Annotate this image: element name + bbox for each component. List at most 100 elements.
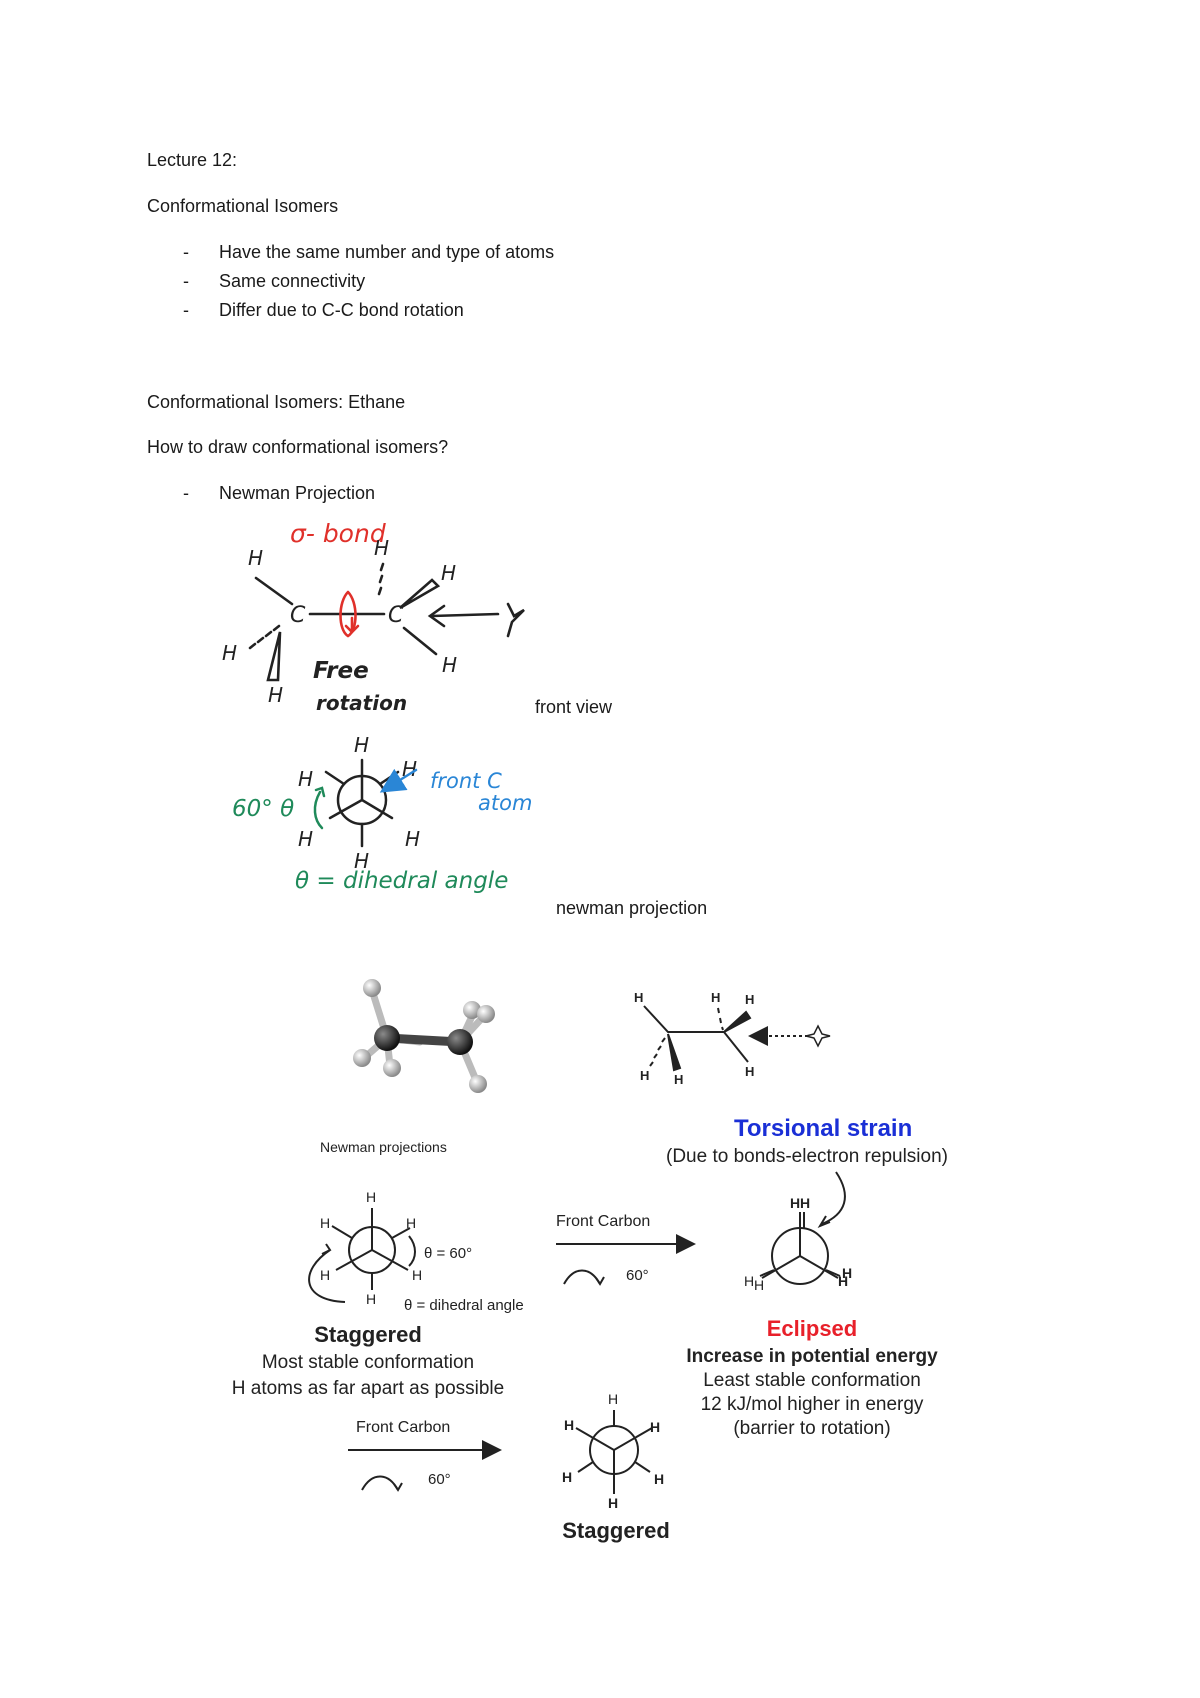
atom-label-h: H <box>608 1391 618 1407</box>
atom-label-h: H <box>790 1195 800 1211</box>
atom-label-h: H <box>405 827 420 851</box>
bullet-item: Have the same number and type of atoms <box>219 242 555 262</box>
bond-line <box>643 1005 724 1033</box>
atom-label-h: H <box>298 767 313 791</box>
atom-label-h: H <box>754 1277 764 1293</box>
hydrogen-ball <box>353 1049 371 1067</box>
torsional-strain-title: Torsional strain <box>734 1115 912 1142</box>
atom-label-h: H <box>640 1068 649 1083</box>
dihedral-arc <box>313 790 324 830</box>
atom-label-h: H <box>366 1189 376 1205</box>
bullet-dash: - <box>183 242 189 262</box>
front-c-pointer <box>379 768 418 793</box>
bullet-dash: - <box>183 483 189 503</box>
atom-label-h: H <box>366 1291 376 1307</box>
carbon-ball <box>374 1025 400 1051</box>
atom-label-h: H <box>745 1064 754 1079</box>
dashed-bond <box>377 562 385 596</box>
hydrogen-ball <box>463 1001 481 1019</box>
front-bonds <box>761 1212 839 1279</box>
atom-label-h: H <box>711 990 720 1005</box>
caption-front-view: front view <box>535 697 613 717</box>
dashed-bond <box>248 624 281 650</box>
dihedral-angle-label: θ = dihedral angle <box>404 1297 524 1314</box>
dashed-bond <box>717 1007 724 1031</box>
section-heading-ethane: Conformational Isomers: Ethane <box>147 392 406 412</box>
free-label: Free <box>313 658 369 684</box>
bullet-dash: - <box>183 300 189 320</box>
bond-line <box>402 626 438 656</box>
staggered-desc: H atoms as far apart as possible <box>232 1378 504 1399</box>
bond-line <box>254 576 294 606</box>
bond-line <box>723 1031 749 1063</box>
eclipsed-desc: Least stable conformation <box>703 1370 921 1391</box>
atom-label-h: H <box>222 641 237 665</box>
rotation-icon-head <box>595 1276 605 1286</box>
front-bonds <box>575 1427 653 1494</box>
rotation-icon-head <box>393 1482 403 1492</box>
rotation-60-label: 60° <box>428 1471 451 1488</box>
strain-pointer-head <box>817 1215 831 1229</box>
front-carbon-label: Front Carbon <box>356 1419 450 1436</box>
dihedral-arc-head <box>314 786 326 798</box>
wedge-bond <box>667 1033 682 1072</box>
atom-label-c: C <box>290 603 306 628</box>
atom-label-c: C <box>388 603 404 628</box>
rotation-arc <box>308 1249 346 1303</box>
atom-label-h: H <box>374 536 389 560</box>
dihedral-arc <box>408 1235 416 1267</box>
staggered-desc: Most stable conformation <box>262 1352 474 1373</box>
atom-label-h: H <box>800 1195 810 1211</box>
atom-label-h: H <box>654 1471 664 1487</box>
ball-and-stick-model <box>353 979 495 1093</box>
atom-label-h: H <box>412 1267 422 1283</box>
atom-label-h: H <box>562 1469 572 1485</box>
front-bonds <box>328 758 394 820</box>
atom-label-h: H <box>320 1215 330 1231</box>
printed-staggered-newman: H H H H H H θ = 60° θ = dihedral angle <box>308 1189 524 1314</box>
handwritten-newman-projection: H H H H H H 60° θ front C atom θ = dihed… <box>232 733 532 894</box>
bullet-item-newman: Newman Projection <box>219 483 376 503</box>
angle-60-label: 60° θ <box>232 796 294 822</box>
rotation-icon <box>563 1269 601 1285</box>
bullet-item: Same connectivity <box>219 271 366 291</box>
dihedral-label: θ = dihedral angle <box>295 868 508 894</box>
atom-label-h: H <box>744 1273 754 1289</box>
hydrogen-ball <box>363 979 381 997</box>
front-carbon-label: Front Carbon <box>556 1213 650 1230</box>
atom-label-h: H <box>838 1273 848 1289</box>
torsional-strain-note: (Due to bonds-electron repulsion) <box>666 1146 948 1167</box>
staggered-title-bottom: Staggered <box>562 1518 670 1543</box>
front-carbon-arrow-top: Front Carbon 60° <box>556 1213 696 1286</box>
eclipsed-desc: (barrier to rotation) <box>733 1418 890 1439</box>
atom-label: atom <box>478 791 532 815</box>
theta-60-label: θ = 60° <box>424 1245 472 1262</box>
front-carbon-arrow-bottom: Front Carbon 60° <box>348 1419 502 1492</box>
rotation-60-label: 60° <box>626 1267 649 1284</box>
bullet-dash: - <box>183 271 189 291</box>
back-bonds <box>577 1410 651 1473</box>
back-bonds <box>331 1225 411 1290</box>
eye-icon <box>506 602 525 638</box>
eclipsed-desc: 12 kJ/mol higher in energy <box>701 1394 924 1415</box>
bullet-item: Differ due to C-C bond rotation <box>219 300 464 320</box>
atom-label-h: H <box>745 992 754 1007</box>
printed-staggered-newman-bottom: H H H H H H <box>562 1391 664 1511</box>
question-text: How to draw conformational isomers? <box>147 437 449 457</box>
strain-pointer <box>821 1171 846 1225</box>
hydrogen-ball <box>469 1075 487 1093</box>
wedge-bond <box>266 631 282 682</box>
atom-label-h: H <box>248 546 263 570</box>
atom-label-h: H <box>608 1495 618 1511</box>
eclipsed-desc: Increase in potential energy <box>686 1346 938 1367</box>
hydrogen-ball <box>477 1005 495 1023</box>
atom-label-h: H <box>298 827 313 851</box>
rotation-arc-head <box>321 1243 332 1255</box>
front-bonds <box>335 1208 409 1271</box>
eye-icon <box>805 1024 831 1048</box>
rotation-label: rotation <box>316 691 407 715</box>
atom-label-h: H <box>842 1265 852 1281</box>
atom-label-h: H <box>634 990 643 1005</box>
back-bonds <box>759 1212 841 1277</box>
handwritten-ethane-sketch: σ- bond H H H H H H C C Free rotation <box>222 519 525 715</box>
